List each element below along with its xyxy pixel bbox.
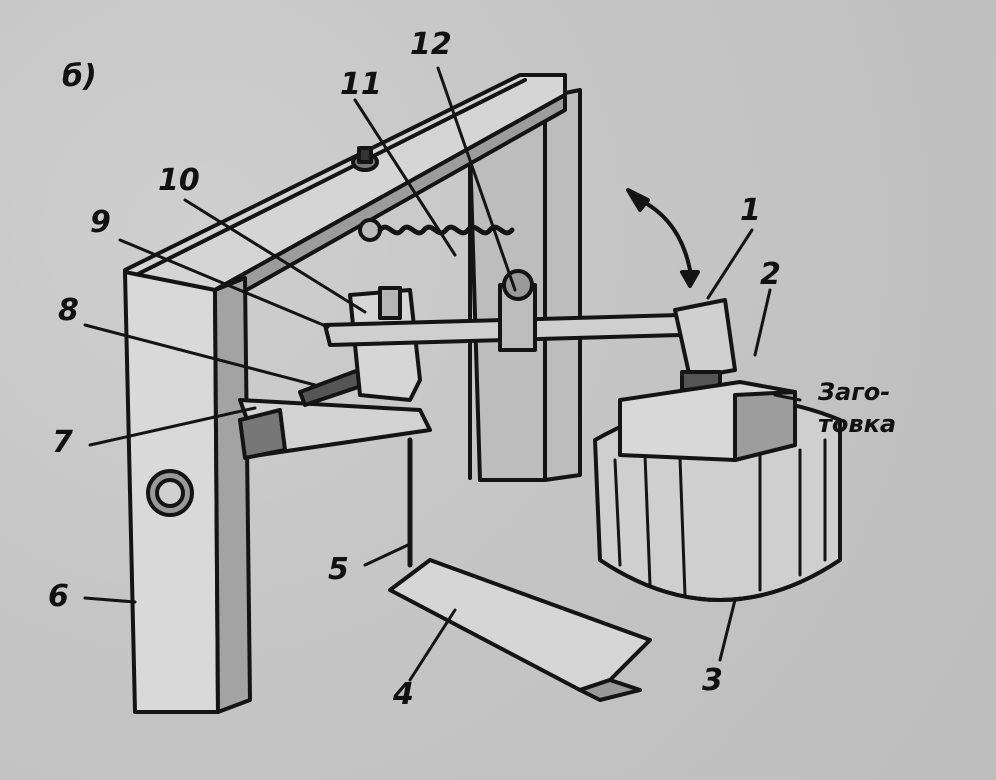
callout-9: 9 (90, 205, 111, 240)
workpiece (618, 380, 797, 462)
workpiece-label-line2: товка (818, 410, 897, 438)
spring (358, 218, 515, 242)
panel-label: б) (62, 59, 97, 94)
hammer (673, 298, 737, 392)
callout-12: 12 (410, 27, 452, 62)
callout-10: 10 (158, 163, 200, 198)
callout-7: 7 (52, 425, 73, 460)
frame-front-post (123, 270, 252, 714)
callout-6: 6 (48, 579, 69, 614)
pedal (388, 558, 652, 702)
swing-arrow (626, 188, 700, 288)
frame-top-beam (123, 73, 567, 307)
clamp (498, 269, 537, 352)
callout-8: 8 (58, 293, 79, 328)
callout-4: 4 (393, 677, 414, 712)
callout-11: 11 (340, 67, 382, 102)
callout-1: 1 (740, 193, 761, 228)
workpiece-label-line1: Заго- (818, 378, 891, 406)
callout-3: 3 (702, 663, 723, 698)
leader-lines (83, 66, 802, 682)
bolt (351, 146, 379, 172)
callout-5: 5 (328, 552, 349, 587)
lever (238, 398, 432, 568)
callout-2: 2 (760, 257, 781, 292)
